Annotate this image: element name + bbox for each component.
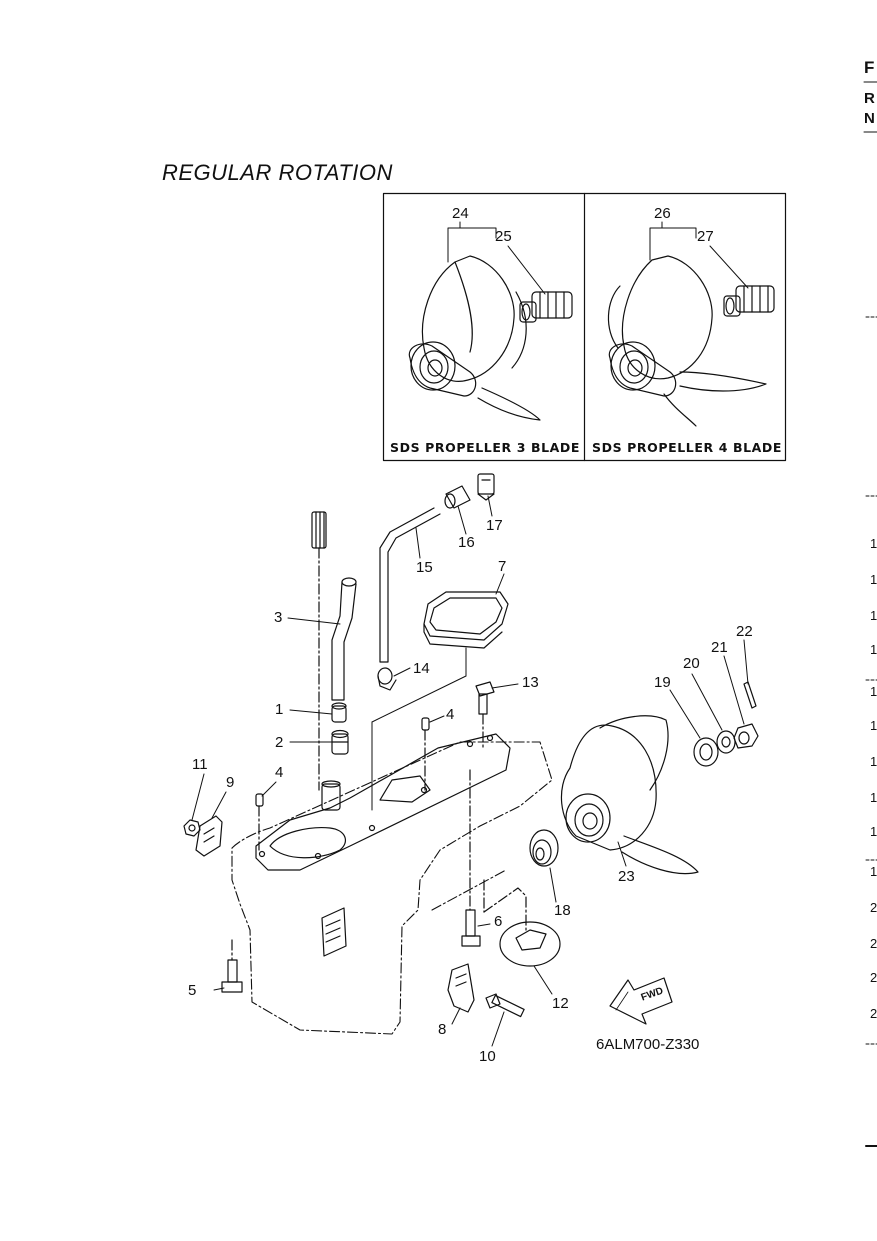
edge-number: 2 <box>870 900 877 915</box>
edge-letter: R <box>864 90 875 107</box>
callout-16: 16 <box>458 534 475 551</box>
edge-letter: N <box>864 110 875 127</box>
hose-15-icon <box>379 507 441 663</box>
edge-number: 1 <box>870 684 877 699</box>
callout-1: 1 <box>275 701 284 718</box>
inset-label-4-blade: SDS PROPELLER 4 BLADE <box>592 440 783 455</box>
figure-code: 6ALM700-Z330 <box>596 1036 700 1053</box>
spacer-19-icon <box>693 737 719 767</box>
edge-number: 1 <box>870 790 877 805</box>
callout-19: 19 <box>654 674 671 691</box>
grommet-17-icon <box>477 473 495 501</box>
edge-letter: F <box>864 58 875 77</box>
lower-casing-outline <box>231 741 553 1035</box>
callout-25: 25 <box>495 228 512 245</box>
seal-1-icon <box>331 702 347 723</box>
seal-2-icon <box>331 729 349 755</box>
washer-18-icon <box>529 829 559 867</box>
callout-3: 3 <box>274 609 283 626</box>
callout-10: 10 <box>479 1048 496 1065</box>
gasket-7-icon <box>423 591 509 649</box>
propeller-inset-box <box>382 192 787 462</box>
edge-number: 1 <box>870 642 877 657</box>
lower-casing-top <box>255 733 511 871</box>
callout-8: 8 <box>438 1021 447 1038</box>
bushing-kit-27-icon <box>723 285 775 317</box>
callout-21: 21 <box>711 639 728 656</box>
edge-number: 2 <box>870 936 877 951</box>
nut-11-icon <box>183 819 201 837</box>
washer-20-icon <box>716 730 736 754</box>
bolt-6-icon <box>461 769 481 947</box>
fitting-14-icon <box>377 667 397 691</box>
cotter-pin-22-icon <box>743 681 757 709</box>
fwd-arrow-icon <box>609 977 673 1025</box>
callout-9: 9 <box>226 774 235 791</box>
drive-shaft-icon <box>311 511 327 791</box>
callout-13: 13 <box>522 674 539 691</box>
callout-24: 24 <box>452 205 469 222</box>
callout-4a: 4 <box>275 764 284 781</box>
edge-number: 1 <box>870 824 877 839</box>
callout-18: 18 <box>554 902 571 919</box>
edge-number: 1 <box>870 572 877 587</box>
callout-7: 7 <box>498 558 507 575</box>
edge-number: 1 <box>870 718 877 733</box>
propeller-23-icon <box>560 715 699 875</box>
page-title: REGULAR ROTATION <box>162 160 393 185</box>
callout-26: 26 <box>654 205 671 222</box>
callout-14: 14 <box>413 660 430 677</box>
edge-number: 1 <box>870 864 877 879</box>
edge-number: 2 <box>870 970 877 985</box>
callout-11: 11 <box>192 756 208 773</box>
callout-12: 12 <box>552 995 569 1012</box>
callout-2: 2 <box>275 734 284 751</box>
bracket-9-icon <box>195 815 223 857</box>
leader-lines <box>191 495 749 1047</box>
collar-16-icon <box>444 485 471 509</box>
propeller-3-blade-icon <box>408 255 541 421</box>
inset-label-3-blade: SDS PROPELLER 3 BLADE <box>390 440 581 455</box>
anode-slot <box>321 907 347 957</box>
callout-6: 6 <box>494 913 503 930</box>
edge-number: 2 <box>870 1006 877 1021</box>
trim-tab-8-icon <box>447 963 475 1013</box>
edge-rules <box>863 81 877 1147</box>
callout-5: 5 <box>188 982 197 999</box>
callout-15: 15 <box>416 559 433 576</box>
bushing-kit-25-icon <box>519 291 573 323</box>
callout-20: 20 <box>683 655 700 672</box>
edge-number: 1 <box>870 608 877 623</box>
callout-17: 17 <box>486 517 503 534</box>
water-tube-icon <box>331 577 357 701</box>
propeller-4-blade-icon <box>607 255 767 427</box>
callout-4b: 4 <box>446 706 455 723</box>
nut-21-icon <box>733 723 759 749</box>
dowel-pin-icon <box>255 717 430 851</box>
leader-lines-inset-3 <box>447 221 546 295</box>
edge-number: 1 <box>870 754 877 769</box>
bolt-5-icon <box>221 939 243 993</box>
callout-23: 23 <box>618 868 635 885</box>
callout-27: 27 <box>697 228 714 245</box>
bolt-10-icon <box>485 993 525 1018</box>
callout-22: 22 <box>736 623 753 640</box>
leader-lines-inset-4 <box>649 221 749 289</box>
edge-number: 1 <box>870 536 877 551</box>
bolt-13-icon <box>475 681 495 749</box>
anode-12-icon <box>483 879 561 967</box>
